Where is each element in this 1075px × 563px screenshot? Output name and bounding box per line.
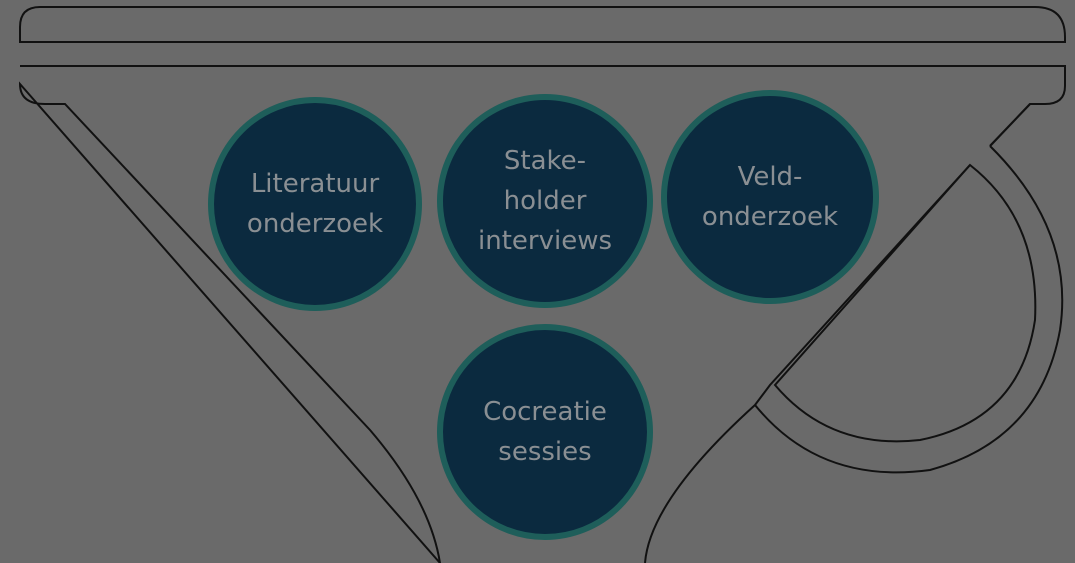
- node-label: Literatuur onderzoek: [246, 169, 384, 239]
- node-label: Veld- onderzoek: [701, 162, 839, 232]
- lemon-slice-outer: [754, 145, 1064, 474]
- node-label: Cocreatie sessies: [483, 397, 607, 467]
- rim-bar: [19, 6, 1066, 43]
- node-literatuur-onderzoek: Literatuur onderzoek: [208, 97, 422, 311]
- node-veld-onderzoek: Veld- onderzoek: [661, 90, 879, 304]
- funnel-right-inner: [754, 164, 971, 406]
- node-stakeholder-interviews: Stake- holder interviews: [437, 94, 653, 308]
- funnel-right-edge: [989, 103, 1031, 147]
- node-cocreatie-sessies: Cocreatie sessies: [437, 324, 653, 540]
- node-label: Stake- holder interviews: [478, 146, 612, 256]
- lemon-slice-inner: [773, 163, 1037, 443]
- funnel-body: [18, 65, 1066, 563]
